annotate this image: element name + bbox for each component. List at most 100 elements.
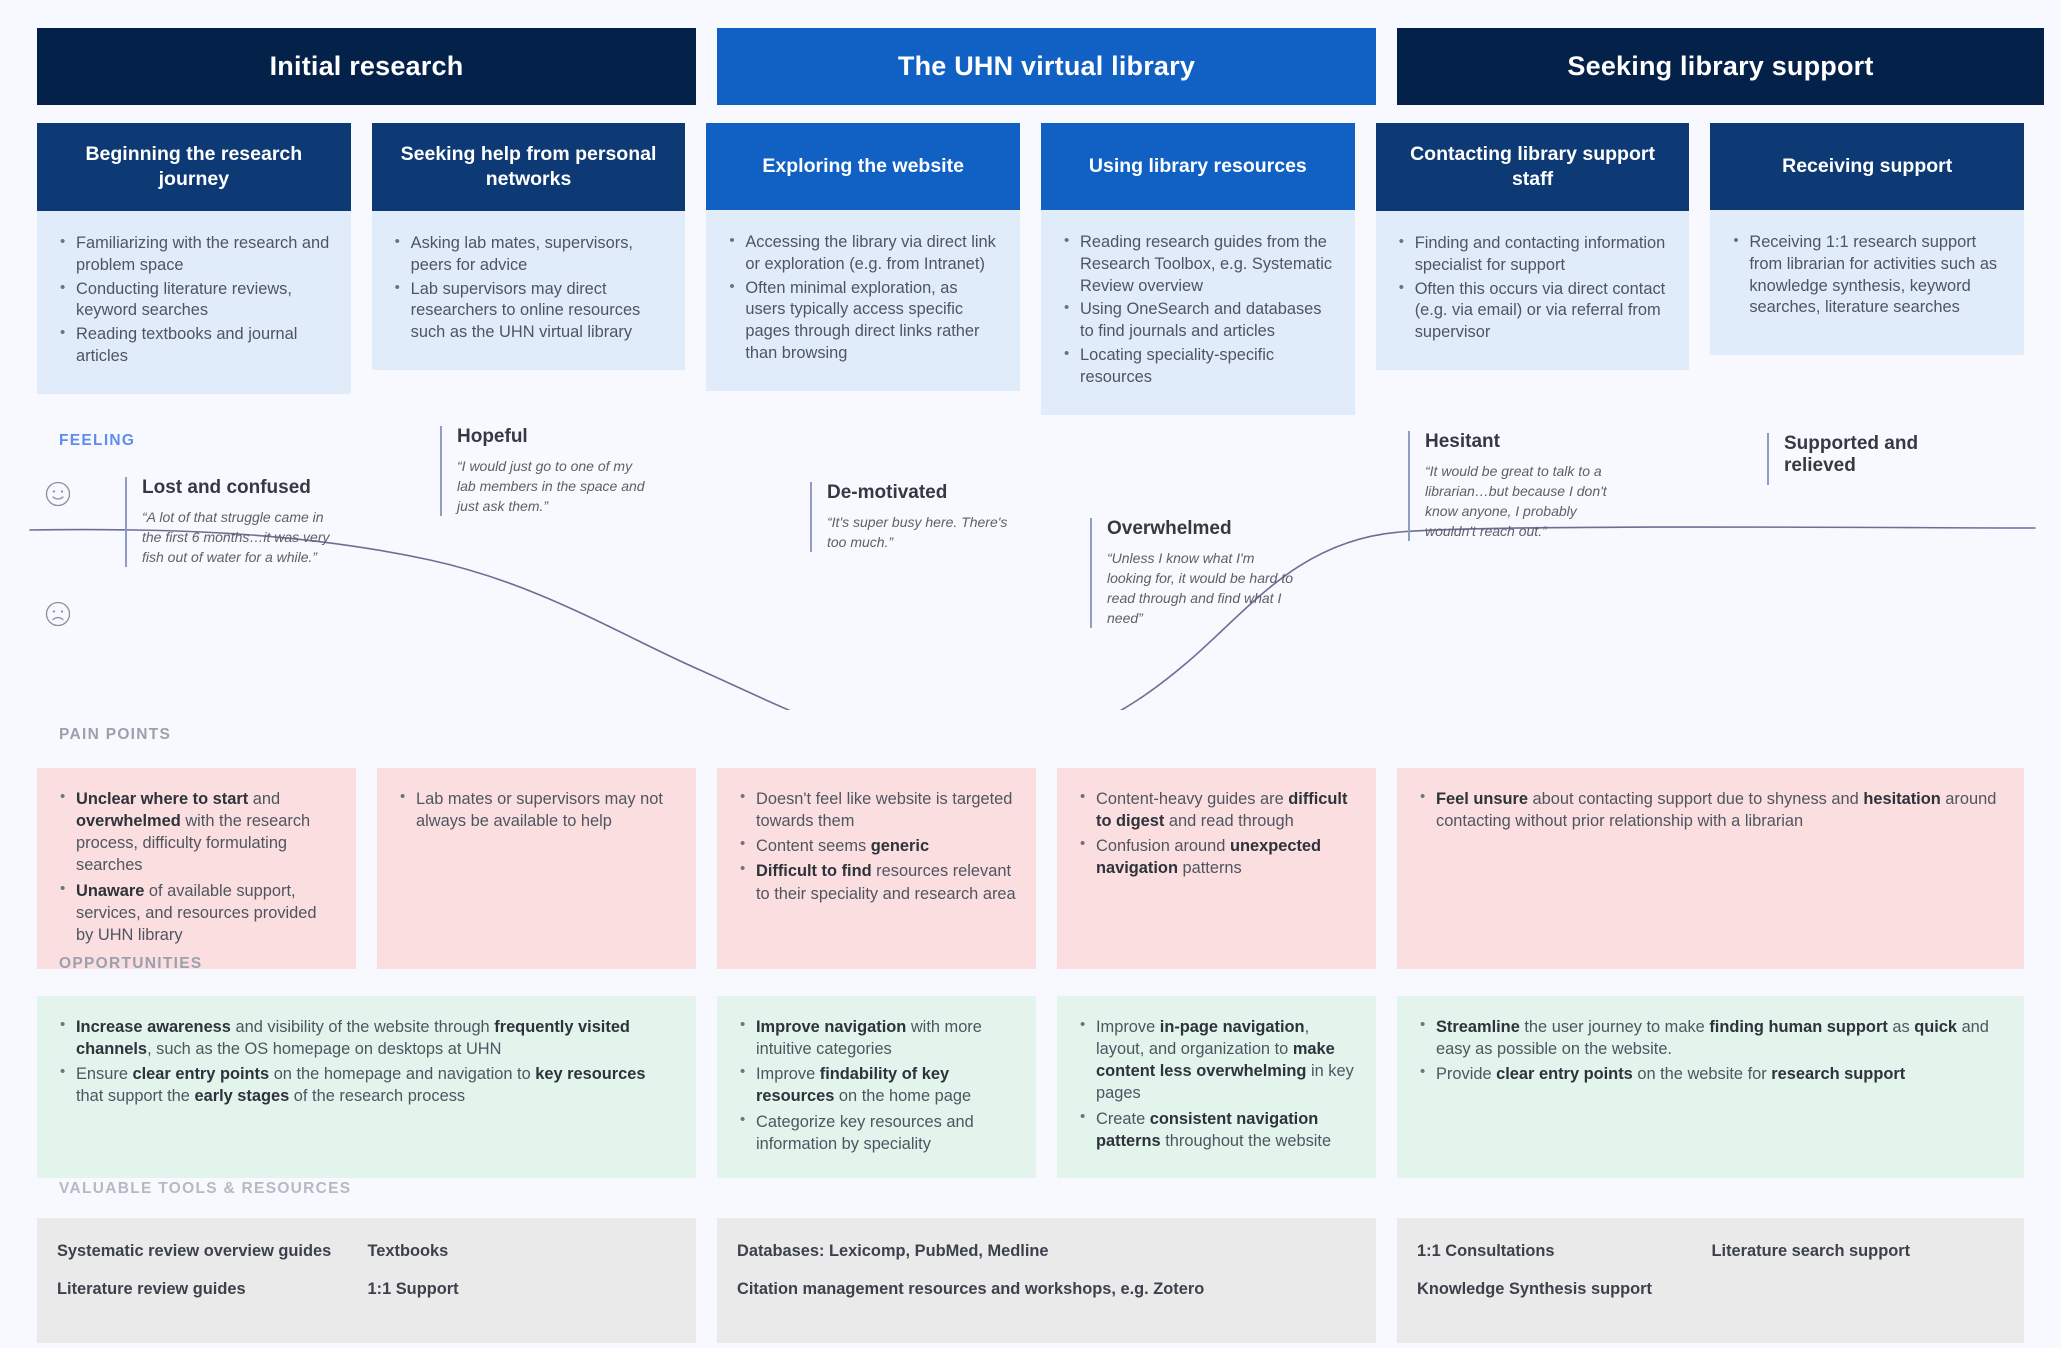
list-item: Doesn't feel like website is targeted to… [739,787,1016,832]
stage-title: Using library resources [1041,123,1355,210]
pain-points-cell-1: Lab mates or supervisors may not always … [377,768,696,969]
list-item: Often minimal exploration, as users typi… [728,277,1002,365]
stage-title: Seeking help from personal networks [371,123,686,211]
phase-header-row: Initial research The UHN virtual library… [37,28,2044,105]
stage-row: Beginning the research journey Familiari… [37,123,2025,415]
section-label-feeling: FEELING [59,432,136,449]
feeling-annotation-2: De-motivated “It's super busy here. Ther… [810,482,1022,553]
stage-activities: Asking lab mates, supervisors, peers for… [371,210,686,370]
opportunities-cell-0: Increase awareness and visibility of the… [37,996,696,1178]
tools-item: 1:1 Consultations [1417,1242,1555,1260]
list-item: Categorize key resources and information… [739,1110,1016,1155]
tools-column: Literature search support [1712,1242,1997,1317]
stage-title: Receiving support [1710,123,2025,210]
phase-header-initial-research: Initial research [37,28,696,105]
stage-activities: Accessing the library via direct link or… [706,210,1021,391]
phase-header-uhn-virtual-library: The UHN virtual library [717,28,1376,105]
stage-activities: Finding and contacting information speci… [1375,210,1690,370]
feeling-annotation-0: Lost and confused “A lot of that struggl… [125,477,340,568]
list-item: Receiving 1:1 research support from libr… [1732,231,2006,319]
feeling-title: Lost and confused [142,477,311,498]
feeling-title: De-motivated [827,482,948,503]
pain-points-cell-4: Feel unsure about contacting support due… [1397,768,2024,969]
emotion-curve [29,526,2036,710]
feeling-quote: “A lot of that struggle came in the firs… [142,509,330,566]
stage-column-3: Using library resources Reading research… [1041,123,1355,415]
tools-item: Literature search support [1711,1242,1911,1260]
section-label-tools: VALUABLE TOOLS & RESOURCES [59,1180,352,1197]
list-item: Finding and contacting information speci… [1398,232,1672,277]
tools-item: Systematic review overview guides [57,1242,332,1260]
feeling-title: Supported and relieved [1784,433,1919,476]
list-item: Locating speciality-specific resources [1063,344,1337,389]
list-item: Create consistent navigation patterns th… [1079,1107,1356,1152]
tools-item: Databases: Lexicomp, PubMed, Medline [737,1242,1049,1260]
feeling-quote: “It would be great to talk to a libraria… [1425,463,1607,540]
stage-column-4: Contacting library support staff Finding… [1375,123,1690,415]
happy-face-icon [45,481,71,507]
section-label-pain-points: PAIN POINTS [59,726,172,743]
list-item: Content seems generic [739,834,1016,857]
opportunities-cell-3: Streamline the user journey to make find… [1397,996,2024,1178]
feeling-annotation-4: Hesitant “It would be great to talk to a… [1408,431,1620,542]
list-item: Improve navigation with more intuitive c… [739,1015,1016,1060]
pain-points-cell-2: Doesn't feel like website is targeted to… [717,768,1036,969]
stage-activities: Reading research guides from the Researc… [1041,210,1355,415]
list-item: Accessing the library via direct link or… [728,231,1002,276]
list-item: Reading research guides from the Researc… [1063,231,1337,297]
list-item: Streamline the user journey to make find… [1419,1015,2004,1060]
stage-title: Beginning the research journey [37,123,351,211]
tools-item: Citation management resources and worksh… [737,1279,1205,1298]
pain-points-row: Unclear where to start and overwhelmed w… [37,768,2024,969]
tools-item: Knowledge Synthesis support [1417,1279,1652,1298]
tools-item: Literature review guides [57,1279,246,1298]
feeling-quote: “It's super busy here. There's too much.… [827,514,1008,551]
feeling-title: Hesitant [1425,431,1500,452]
list-item: Unaware of available support, services, … [59,879,336,946]
list-item: Difficult to find resources relevant to … [739,859,1016,904]
list-item: Familiarizing with the research and prob… [59,232,333,277]
stage-column-1: Seeking help from personal networks Aski… [371,123,686,415]
opportunities-cell-1: Improve navigation with more intuitive c… [717,996,1036,1178]
list-item: Improve in-page navigation, layout, and … [1079,1015,1356,1105]
phase-label: Seeking library support [1567,51,1874,81]
feeling-annotation-1: Hopeful “I would just go to one of my la… [440,426,645,517]
stage-title: Exploring the website [706,123,1021,210]
pain-points-cell-3: Content-heavy guides are difficult to di… [1057,768,1376,969]
stage-title: Contacting library support staff [1375,123,1690,211]
list-item: Content-heavy guides are difficult to di… [1079,787,1356,832]
list-item: Lab mates or supervisors may not always … [399,787,676,832]
list-item: Ensure clear entry points on the homepag… [59,1062,676,1107]
stage-column-2: Exploring the website Accessing the libr… [706,123,1021,415]
list-item: Reading textbooks and journal articles [59,323,333,368]
list-item: Often this occurs via direct contact (e.… [1398,278,1672,344]
list-item: Unclear where to start and overwhelmed w… [59,787,336,877]
feeling-annotation-3: Overwhelmed “Unless I know what I'm look… [1090,518,1302,629]
feeling-quote: “I would just go to one of my lab member… [457,458,645,515]
feeling-title: Overwhelmed [1107,518,1232,539]
opportunities-cell-2: Improve in-page navigation, layout, and … [1057,996,1376,1178]
stage-column-5: Receiving support Receiving 1:1 research… [1710,123,2025,415]
feeling-quote: “Unless I know what I'm looking for, it … [1107,550,1294,627]
sad-face-icon [45,601,71,627]
feeling-title: Hopeful [457,426,528,447]
list-item: Provide clear entry points on the websit… [1419,1062,2004,1085]
list-item: Asking lab mates, supervisors, peers for… [394,232,668,277]
feeling-annotation-5: Supported and relieved [1767,433,1967,485]
pain-points-cell-0: Unclear where to start and overwhelmed w… [37,768,356,969]
list-item: Improve findability of key resources on … [739,1062,1016,1107]
list-item: Lab supervisors may direct researchers t… [394,278,668,344]
list-item: Confusion around unexpected navigation p… [1079,834,1356,879]
list-item: Feel unsure about contacting support due… [1419,787,2004,832]
stage-activities: Receiving 1:1 research support from libr… [1710,210,2025,355]
tools-item: 1:1 Support [367,1279,459,1298]
phase-label: The UHN virtual library [897,51,1196,81]
